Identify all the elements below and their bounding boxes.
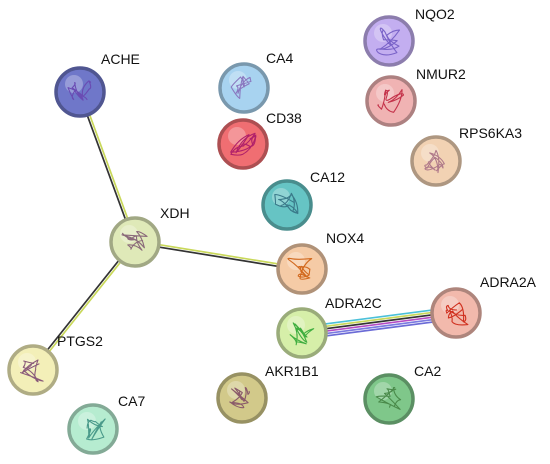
node-adra2a[interactable]: ADRA2A xyxy=(430,274,537,339)
edge-evidence-line xyxy=(302,318,457,340)
node-bubble xyxy=(218,62,270,114)
edge-evidence-line xyxy=(134,242,302,272)
node-label: NMUR2 xyxy=(416,66,466,82)
edge-evidence-line xyxy=(301,306,456,328)
node-adra2c[interactable]: ADRA2C xyxy=(276,295,382,359)
node-nox4[interactable]: NOX4 xyxy=(276,230,364,295)
node-highlight xyxy=(228,127,246,145)
protein-structure-icon xyxy=(375,386,402,410)
node-bubble xyxy=(67,403,119,455)
protein-structure-icon xyxy=(67,80,92,101)
edge-adra2c-adra2a[interactable] xyxy=(301,306,457,340)
protein-structure-icon xyxy=(230,132,257,156)
node-bubble xyxy=(7,344,59,396)
edge-evidence-line xyxy=(302,315,457,338)
node-label: CA7 xyxy=(118,393,145,409)
node-label: CA2 xyxy=(414,363,441,379)
node-label: RPS6KA3 xyxy=(459,125,522,141)
node-bubble xyxy=(363,373,415,425)
node-highlight xyxy=(287,252,305,270)
node-ache[interactable]: ACHE xyxy=(54,51,140,118)
node-ca12[interactable]: CA12 xyxy=(261,169,345,231)
protein-structure-icon xyxy=(377,89,405,113)
node-label: ADRA2A xyxy=(480,274,537,290)
node-bubble xyxy=(276,243,328,295)
node-label: PTGS2 xyxy=(57,333,103,349)
node-bubble xyxy=(430,287,482,339)
edge-evidence-line xyxy=(80,91,137,242)
node-highlight xyxy=(374,382,392,400)
protein-structure-icon xyxy=(445,302,469,326)
node-label: CA4 xyxy=(266,50,293,66)
node-nmur2[interactable]: NMUR2 xyxy=(365,66,466,127)
node-label: AKR1B1 xyxy=(265,363,319,379)
node-rps6ka3[interactable]: RPS6KA3 xyxy=(410,125,522,187)
protein-structure-icon xyxy=(424,149,445,174)
node-ptgs2[interactable]: PTGS2 xyxy=(7,333,103,396)
protein-structure-icon xyxy=(86,418,106,441)
protein-structure-icon xyxy=(287,257,313,280)
node-bubble xyxy=(109,216,161,268)
node-ca4[interactable]: CA4 xyxy=(218,50,293,114)
protein-structure-icon xyxy=(229,387,250,409)
node-akr1b1[interactable]: AKR1B1 xyxy=(216,363,319,424)
node-cd38[interactable]: CD38 xyxy=(217,110,302,170)
node-label: NQO2 xyxy=(415,6,455,22)
edge-layer xyxy=(31,91,457,372)
node-highlight xyxy=(78,412,96,430)
edge-xdh-nox4[interactable] xyxy=(134,239,303,272)
edge-ache-xdh[interactable] xyxy=(78,91,137,243)
protein-structure-icon xyxy=(20,359,44,383)
edge-evidence-line xyxy=(31,240,135,370)
edge-evidence-line xyxy=(78,92,135,243)
node-ca7[interactable]: CA7 xyxy=(67,393,145,455)
node-highlight xyxy=(272,188,290,206)
node-label: CD38 xyxy=(266,110,302,126)
edge-evidence-line xyxy=(33,242,137,372)
node-label: CA12 xyxy=(310,169,345,185)
node-label: NOX4 xyxy=(326,230,364,246)
edge-evidence-line xyxy=(301,310,456,333)
node-xdh[interactable]: XDH xyxy=(109,205,190,268)
node-ca2[interactable]: CA2 xyxy=(363,363,441,425)
edge-xdh-ptgs2[interactable] xyxy=(31,240,137,372)
protein-structure-icon xyxy=(289,322,315,346)
protein-structure-icon xyxy=(121,231,148,251)
node-label: XDH xyxy=(160,205,190,221)
protein-structure-icon xyxy=(376,27,401,56)
edge-evidence-line xyxy=(301,308,456,331)
node-bubble xyxy=(54,66,106,118)
edge-evidence-line xyxy=(135,239,303,269)
node-nqo2[interactable]: NQO2 xyxy=(363,6,455,67)
protein-structure-icon xyxy=(230,75,252,99)
node-label: ADRA2C xyxy=(325,295,382,311)
protein-structure-icon xyxy=(274,192,299,215)
edge-evidence-line xyxy=(302,313,457,336)
node-label: ACHE xyxy=(101,51,140,67)
